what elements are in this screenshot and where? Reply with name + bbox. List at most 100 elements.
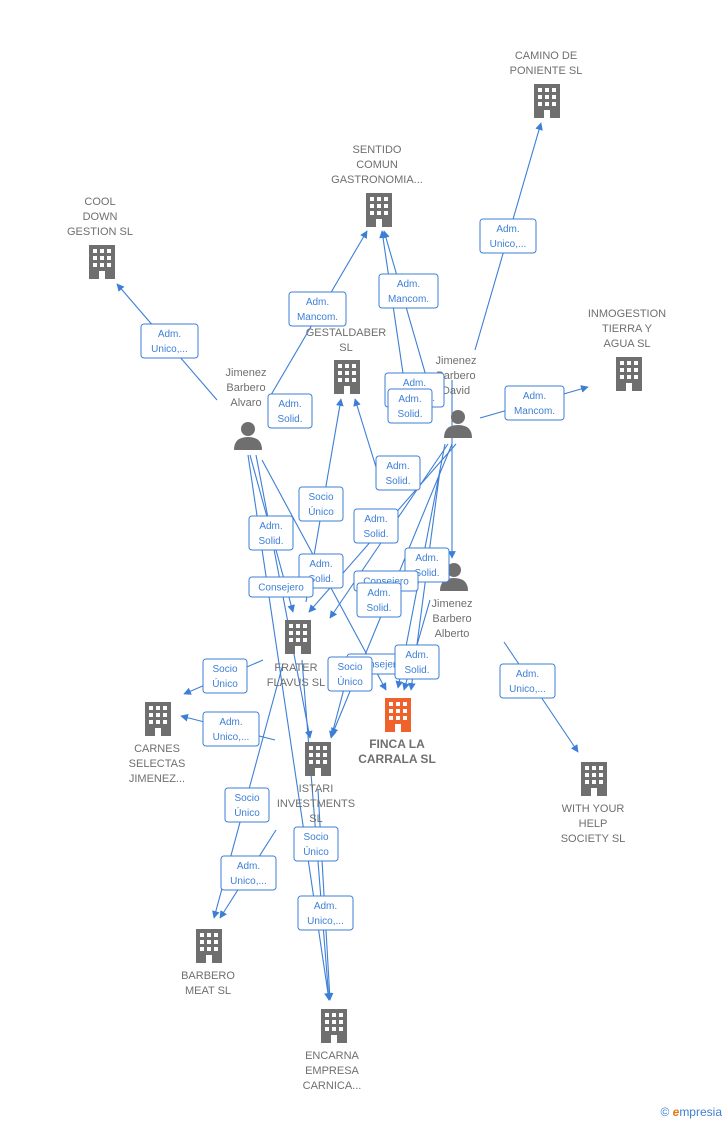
relation-label-r5[interactable]: Adm.Mancom. (504, 385, 565, 421)
relation-text: Único (337, 675, 363, 688)
relation-text: Socio (308, 492, 333, 503)
relation-box (267, 393, 313, 429)
relation-box (353, 508, 399, 544)
relation-box (327, 656, 373, 692)
node-carnes[interactable]: CARNESSELECTASJIMENEZ... (129, 702, 186, 785)
node-label-line: DOWN (83, 211, 118, 223)
relation-text: Unico,... (490, 239, 527, 250)
relation-label-r26[interactable]: Adm.Unico,... (220, 855, 277, 891)
node-istari[interactable]: ISTARI INVESTMENTS SL (277, 742, 355, 825)
node-label-line: Alvaro (230, 397, 261, 409)
relation-label-r9[interactable]: Adm.Solid. (375, 455, 421, 491)
node-label-line: FLAVUS SL (267, 677, 326, 689)
node-label-line: CAMINO DE (515, 50, 577, 62)
edge-5 (382, 230, 434, 401)
relation-text: Único (303, 845, 329, 858)
relation-label-r12[interactable]: Adm.Solid. (248, 515, 294, 551)
relation-text: Unico,... (509, 684, 546, 695)
node-frater[interactable]: FRATER FLAVUS SL (267, 620, 326, 689)
node-label-line: ISTARI (299, 783, 334, 795)
relation-label-r8[interactable]: Adm. Solid. (387, 388, 433, 424)
relation-label-r1[interactable]: Adm.Unico,... (140, 323, 199, 359)
node-label-line: COOL (84, 196, 115, 208)
node-inmo[interactable]: INMOGESTION TIERRA Y AGUA SL (588, 308, 666, 391)
relation-label-r2[interactable]: Adm.Mancom. (288, 291, 347, 327)
relation-text: Socio (212, 664, 237, 675)
node-barbero[interactable]: BARBERO MEAT SL (181, 929, 235, 997)
relation-box (394, 644, 440, 680)
relation-text: Socio (303, 832, 328, 843)
relation-label-r23[interactable]: Adm.Unico,... (202, 711, 260, 747)
node-label-line: PONIENTE SL (510, 65, 583, 77)
node-label-line: MEAT SL (185, 985, 231, 997)
node-label-line: AGUA SL (603, 338, 650, 350)
relation-box (202, 658, 248, 694)
relation-text: Solid. (366, 603, 391, 614)
relation-label-r6[interactable]: Adm.Solid. (267, 393, 313, 429)
relation-label-r27[interactable]: Adm.Unico,... (297, 895, 354, 931)
relation-label-r21[interactable]: Adm.Solid. (394, 644, 440, 680)
relation-text: Único (212, 677, 238, 690)
node-label-line: FRATER (274, 662, 317, 674)
relation-label-r11[interactable]: Adm.Solid. (353, 508, 399, 544)
relation-box (288, 291, 347, 327)
node-camino[interactable]: CAMINO DE PONIENTE SL (510, 50, 583, 118)
relation-text: Adm. (367, 588, 390, 599)
building-icon (581, 762, 607, 796)
relation-text: Consejero (258, 583, 304, 594)
edge-26 (317, 789, 334, 1001)
brand-name: mpresia (679, 1105, 722, 1119)
relation-label-r3[interactable]: Adm. Mancom. (378, 273, 439, 309)
relation-label-r4[interactable]: Adm.Unico,... (479, 218, 537, 254)
node-label-line: INVESTMENTS (277, 798, 355, 810)
relation-box (479, 218, 537, 254)
relation-label-r22[interactable]: Adm. Unico,... (499, 663, 556, 699)
relation-box (220, 855, 277, 891)
relation-text: Solid. (258, 536, 283, 547)
relation-text: Solid. (397, 409, 422, 420)
relation-box (504, 385, 565, 421)
building-icon (305, 742, 331, 776)
node-label-line: HELP (579, 818, 608, 830)
node-encarna[interactable]: ENCARNAEMPRESACARNICA... (303, 1009, 362, 1092)
relation-box (224, 787, 270, 823)
copyright-credit[interactable]: © empresia (660, 1105, 722, 1119)
building-icon (196, 929, 222, 963)
relation-text: Socio (337, 662, 362, 673)
node-label-line: TIERRA Y (602, 323, 653, 335)
relation-box (356, 582, 402, 618)
node-label-line: BARBERO (181, 970, 235, 982)
node-label-line: INMOGESTION (588, 308, 666, 320)
node-sentido[interactable]: SENTIDOCOMUNGASTRONOMIA... (331, 144, 423, 227)
node-label-line: Barbero (436, 370, 475, 382)
relation-text: Mancom. (297, 312, 338, 323)
node-label-line: WITH YOUR (562, 803, 625, 815)
relation-text: Adm. (278, 399, 301, 410)
node-label-line: Jimenez (226, 367, 267, 379)
building-icon (321, 1009, 347, 1043)
node-label-line: ENCARNA (305, 1050, 359, 1062)
relation-label-r17[interactable]: Adm. Solid. (356, 582, 402, 618)
relation-text: Adm. (397, 279, 420, 290)
relation-text: Adm. (398, 394, 421, 405)
relation-label-r15[interactable]: Consejero (248, 576, 314, 598)
node-label-line: SL (309, 813, 322, 825)
relation-text: Adm. (364, 514, 387, 525)
node-label-line: EMPRESA (305, 1065, 359, 1077)
relation-text: Único (234, 806, 260, 819)
relation-text: Adm. (158, 329, 181, 340)
relation-text: Adm. (516, 669, 539, 680)
relation-text: Mancom. (388, 294, 429, 305)
